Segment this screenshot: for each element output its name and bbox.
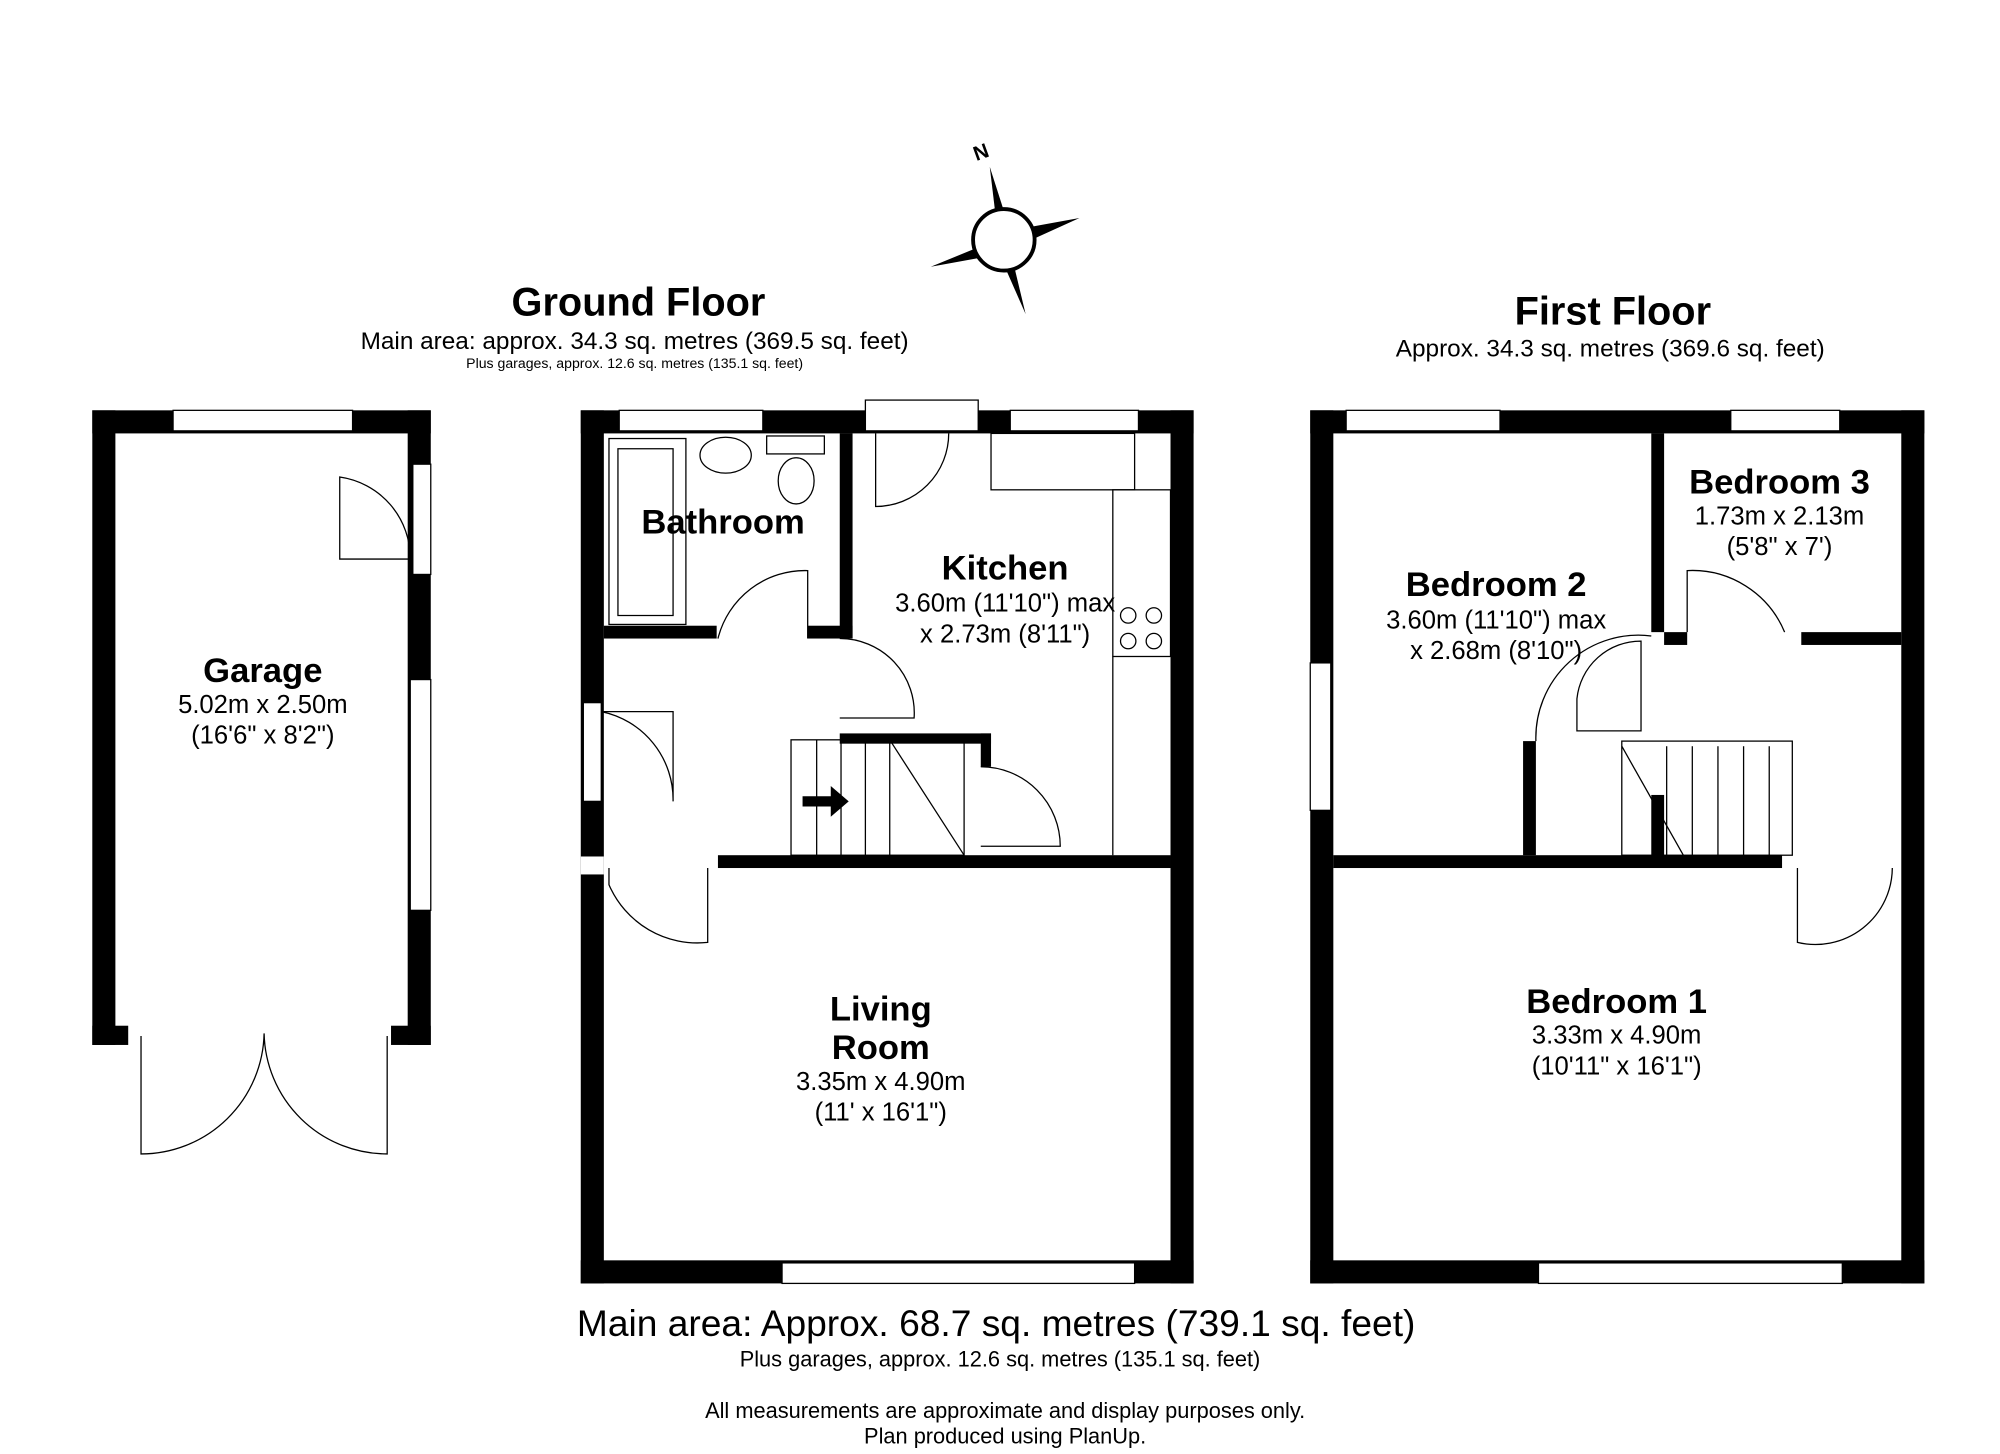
wall <box>1523 741 1536 856</box>
arrow-icon <box>1653 794 1663 811</box>
wall <box>1651 794 1665 856</box>
door-swing <box>980 766 1061 847</box>
doorway <box>580 856 604 875</box>
wall <box>92 1025 129 1045</box>
staircase <box>790 739 965 856</box>
window <box>1309 662 1332 811</box>
first-floor-plan: Bedroom 3 1.73m x 2.13m (5'8" x 7') Bedr… <box>1309 409 1925 1285</box>
window <box>409 678 432 911</box>
hob-icon <box>1119 607 1163 650</box>
door-swing <box>339 476 411 560</box>
room-label-bedroom-3: Bedroom 3 <box>1689 464 1870 502</box>
room-label-garage: Garage <box>203 652 322 690</box>
wall <box>1170 410 1194 1284</box>
door <box>412 463 432 576</box>
room-label-bedroom-1: Bedroom 1 <box>1526 983 1707 1021</box>
window <box>1537 1262 1843 1285</box>
kitchen-sink-unit <box>990 432 1136 491</box>
room-label-bathroom: Bathroom <box>641 503 804 541</box>
arrow-icon <box>802 785 849 817</box>
wall <box>603 625 717 639</box>
room-dimensions: (10'11" x 16'1") <box>1532 1052 1702 1080</box>
room-dimensions: 3.60m (11'10") max <box>895 590 1115 618</box>
window <box>1730 409 1841 432</box>
door-swing <box>1796 868 1893 946</box>
room-label-bedroom-2: Bedroom 2 <box>1406 566 1587 604</box>
bathtub <box>608 437 687 626</box>
wall <box>717 855 1171 869</box>
door <box>582 702 602 802</box>
room-dimensions: (5'8" x 7') <box>1727 533 1833 561</box>
ground-floor-area: Main area: approx. 34.3 sq. metres (369.… <box>361 328 909 355</box>
wall <box>391 1025 431 1045</box>
staircase <box>1621 740 1793 856</box>
wall <box>980 733 992 767</box>
window <box>1345 409 1501 432</box>
disclaimer: All measurements are approximate and dis… <box>705 1398 1305 1423</box>
room-dimensions: 3.33m x 4.90m <box>1532 1022 1701 1050</box>
bathtub-inner <box>617 448 674 617</box>
window <box>781 1262 1136 1285</box>
toilet-cistern <box>766 435 825 455</box>
door-swing <box>601 710 674 802</box>
room-dimensions: 5.02m x 2.50m <box>178 691 347 719</box>
door-swing <box>1686 569 1786 633</box>
door <box>864 399 979 432</box>
credit: Plan produced using PlanUp. <box>864 1424 1146 1449</box>
ground-floor-plan: Bathroom Kitchen 3.60m (11'10") max x 2.… <box>580 399 1194 1285</box>
first-floor-title: First Floor <box>1515 289 1711 333</box>
garage-double-door <box>140 1033 388 1155</box>
door-swing <box>717 569 809 639</box>
door-swing <box>875 433 950 508</box>
room-dimensions: 3.60m (11'10") max <box>1386 606 1606 634</box>
window <box>1009 409 1140 432</box>
sink <box>699 436 752 474</box>
ground-floor-title: Ground Floor <box>512 280 766 324</box>
room-label-kitchen: Kitchen <box>942 550 1069 588</box>
room-dimensions: (11' x 16'1") <box>815 1099 947 1127</box>
toilet <box>777 457 815 505</box>
ground-floor-garage-area: Plus garages, approx. 12.6 sq. metres (1… <box>466 355 803 371</box>
door-swing <box>1535 634 1652 742</box>
room-dimensions: x 2.73m (8'11") <box>920 620 1090 648</box>
total-area: Main area: Approx. 68.7 sq. metres (739.… <box>577 1302 1416 1344</box>
wall <box>839 433 853 639</box>
wall <box>580 410 604 1284</box>
worktop <box>1112 489 1172 658</box>
room-dimensions: 3.35m x 4.90m <box>796 1068 966 1096</box>
wall <box>1801 632 1902 645</box>
north-label: N <box>970 139 992 166</box>
wall <box>1901 410 1925 1284</box>
wall <box>839 733 992 744</box>
room-dimensions: 1.73m x 2.13m <box>1695 502 1864 530</box>
compass-icon: N <box>930 139 1080 315</box>
wall <box>807 625 853 639</box>
door-swing <box>839 637 915 719</box>
room-label-living-room: Room <box>832 1029 930 1067</box>
first-floor-area: Approx. 34.3 sq. metres (369.6 sq. feet) <box>1396 335 1825 362</box>
room-dimensions: x 2.68m (8'10") <box>1410 637 1582 665</box>
wall <box>1664 632 1688 645</box>
wall <box>1651 433 1665 633</box>
wall <box>1333 855 1783 869</box>
window <box>618 409 764 432</box>
door-swing <box>1576 640 1642 732</box>
wall <box>1310 410 1334 1284</box>
room-dimensions: (16'6" x 8'2") <box>191 722 334 750</box>
wall <box>92 410 116 1045</box>
window <box>172 409 354 432</box>
garage: Garage 5.02m x 2.50m (16'6" x 8'2") <box>92 409 432 1155</box>
door-swing <box>608 868 709 944</box>
total-garage-area: Plus garages, approx. 12.6 sq. metres (1… <box>740 1347 1261 1372</box>
room-label-living-room: Living <box>830 991 932 1029</box>
